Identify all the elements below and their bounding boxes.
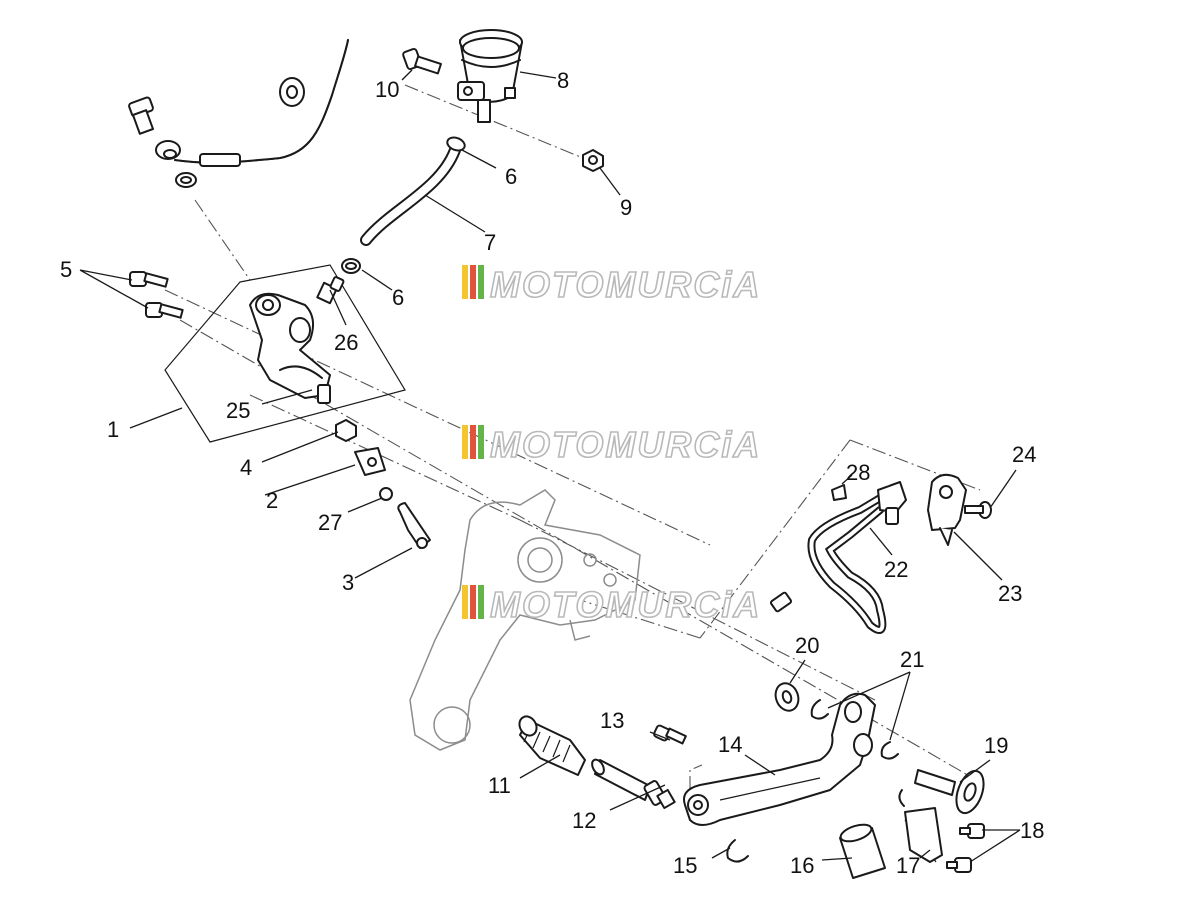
callout-19: 19 <box>984 733 1008 758</box>
switch-bracket <box>927 473 967 546</box>
footpeg-shaft <box>591 758 676 810</box>
watermark-stripe-green <box>478 425 484 459</box>
reservoir-screw <box>402 47 442 75</box>
pivot-pin <box>914 769 985 815</box>
callout-3: 3 <box>342 570 354 595</box>
callout-7: 7 <box>484 230 496 255</box>
callout-24: 24 <box>1012 442 1036 467</box>
callout-13: 13 <box>600 708 624 733</box>
callout-6-lower: 6 <box>392 285 404 310</box>
master-cylinder-assembly-outline <box>164 264 406 443</box>
watermark-text: MOTOMURCiA <box>490 584 761 625</box>
pedal-bolt <box>653 724 687 745</box>
callout-14: 14 <box>718 732 742 757</box>
pushrod-parts <box>335 419 431 549</box>
bracket-screw <box>964 501 992 519</box>
pedal-washers <box>774 682 899 760</box>
return-spring <box>898 789 943 863</box>
watermark-stripe-red <box>470 585 476 619</box>
watermark-top: MOTOMURCiA <box>462 263 761 306</box>
callout-5: 5 <box>60 257 72 282</box>
mounting-bolts <box>129 271 184 319</box>
callout-8: 8 <box>557 68 569 93</box>
callout-21: 21 <box>900 647 924 672</box>
callout-18: 18 <box>1020 818 1044 843</box>
callout-15: 15 <box>673 853 697 878</box>
master-cylinder <box>249 292 331 404</box>
callout-23: 23 <box>998 581 1022 606</box>
callout-1: 1 <box>107 417 119 442</box>
callout-9: 9 <box>620 195 632 220</box>
brake-hose <box>128 39 349 188</box>
bleeder-valve <box>316 276 345 305</box>
callout-25: 25 <box>226 398 250 423</box>
watermark-stripe-yellow <box>462 585 468 619</box>
bracket-screws <box>946 823 985 873</box>
watermark-stripe-red <box>470 425 476 459</box>
brake-pedal <box>683 692 876 826</box>
footrest-bracket <box>409 489 641 751</box>
callout-6-upper: 6 <box>505 164 517 189</box>
leader-lines <box>79 69 1021 863</box>
callout-17: 17 <box>896 853 920 878</box>
footpeg-rubber <box>518 715 586 776</box>
watermark-middle: MOTOMURCiA <box>462 423 761 466</box>
fluid-reservoir <box>457 29 523 123</box>
watermark-bottom: MOTOMURCiA <box>462 583 761 626</box>
callout-4: 4 <box>240 455 252 480</box>
washer <box>379 487 393 501</box>
wire-clip <box>831 484 847 501</box>
lock-nut <box>335 419 357 442</box>
callout-numbers: 1 2 3 4 5 6 6 7 8 9 10 11 12 13 14 15 16… <box>60 68 1044 878</box>
reservoir-nut <box>582 149 604 172</box>
callout-20: 20 <box>795 633 819 658</box>
watermark-stripe-yellow <box>462 425 468 459</box>
callout-12: 12 <box>572 808 596 833</box>
callout-27: 27 <box>318 510 342 535</box>
watermark-text: MOTOMURCiA <box>490 264 761 305</box>
callout-11: 11 <box>488 773 511 798</box>
watermark-stripe-green <box>478 585 484 619</box>
circlip <box>726 839 749 863</box>
brake-light-switch <box>769 481 907 634</box>
reservoir-hose <box>341 136 466 274</box>
bushing <box>839 823 886 879</box>
callout-10: 10 <box>375 77 399 102</box>
callout-16: 16 <box>790 853 814 878</box>
callout-26: 26 <box>334 330 358 355</box>
callout-22: 22 <box>884 557 908 582</box>
callout-28: 28 <box>846 460 870 485</box>
watermark-text: MOTOMURCiA <box>490 424 761 465</box>
watermark-stripe-yellow <box>462 265 468 299</box>
callout-2: 2 <box>266 488 278 513</box>
watermark-stripe-red <box>470 265 476 299</box>
watermark-stripe-green <box>478 265 484 299</box>
